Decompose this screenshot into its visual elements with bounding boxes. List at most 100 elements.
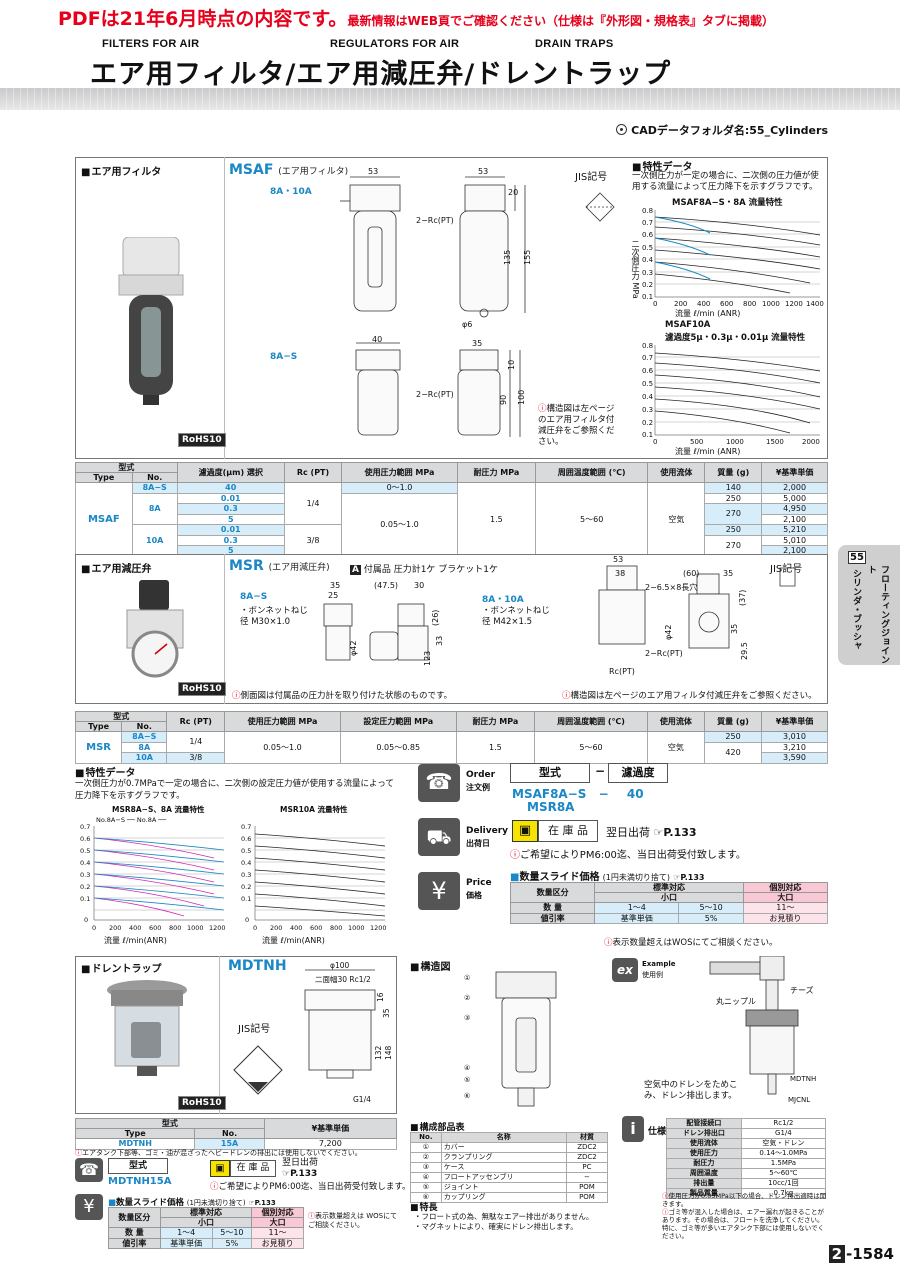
mdtnh-jis-symbol: [233, 1045, 283, 1095]
table-row: 値引率 基準単価 5% お見積り: [108, 1237, 304, 1249]
example-drawing: [709, 956, 799, 1095]
svg-text:1500: 1500: [766, 438, 784, 445]
example-label: Example: [642, 960, 676, 968]
cell-filtration: 0.01: [176, 524, 285, 536]
mdtnh-order-example: MDTNH15A: [108, 1176, 172, 1187]
msr-accessory-text: 付属品 圧力計1ケ ブラケット1ケ: [363, 565, 499, 575]
en-title-drain: DRAIN TRAPS: [535, 38, 614, 50]
mdtnh-next-day-ref[interactable]: ☞P.133: [282, 1169, 318, 1179]
dim-msr-26: (26): [431, 610, 440, 626]
cell-type: MSAF: [75, 482, 133, 557]
spec-val: 1.5MPa: [740, 1158, 827, 1169]
svg-text:0.4: 0.4: [642, 256, 654, 264]
part-callout-5: ⑤: [464, 1076, 470, 1084]
feature-2: ・マグネットにより、確実にドレン排出します。: [414, 1222, 578, 1231]
example-tag-mdtnh: MDTNH: [790, 1075, 817, 1083]
cell-filtration: 0.3: [176, 503, 285, 515]
svg-text:0.3: 0.3: [241, 871, 251, 879]
cell-setting: 0.05〜0.85: [339, 731, 457, 764]
cell-mass: 270: [704, 503, 763, 525]
table-row: 数 量 1〜4 5〜10 11〜: [509, 902, 829, 914]
category-number: 55: [848, 551, 866, 564]
mdtnh-section-heading: ドレントラップ: [81, 960, 161, 975]
cell-part-mat: −: [565, 1172, 609, 1183]
table-row: MSAF 8A−S 40 1/4 0〜1.0 1.5 5〜60 空気 140 2…: [75, 482, 828, 557]
cell-fluid: 空気: [646, 731, 706, 764]
dim-msr-37: (37): [738, 590, 747, 606]
dim-msr-53: 53: [613, 556, 623, 564]
example-nipple: 丸ニップル: [716, 997, 756, 1006]
th-part-no: No.: [410, 1132, 442, 1143]
th-part-name: 名称: [440, 1132, 567, 1143]
svg-text:400: 400: [290, 924, 302, 932]
cell-part-name: カバー: [440, 1142, 567, 1153]
svg-text:0.3: 0.3: [80, 871, 90, 879]
side-category-tab[interactable]: 55 フローティングジョイント シリンダ・ブッシャ: [838, 545, 900, 665]
th-std: 標準対応: [159, 1207, 253, 1218]
price-label-jp: 価格: [466, 891, 482, 900]
slide-ref[interactable]: ☞P.133: [673, 873, 705, 882]
msr-label-8a10a: 8A・10A: [482, 595, 524, 605]
svg-text:0.2: 0.2: [642, 419, 653, 427]
cell-qty: 1〜4: [594, 902, 680, 914]
mdtnh-pm-note: ⓘご希望によりPM6:00迄、当日出荷受付致します。: [210, 1182, 411, 1192]
page-num: -1584: [846, 1245, 894, 1263]
dim-msaf-phi6: φ6: [462, 320, 472, 329]
spec-key: 使用圧力: [666, 1148, 742, 1159]
mdtnh-next-day: 翌日出荷☞P.133: [282, 1158, 318, 1180]
th-setting: 設定圧力範囲 MPa: [339, 711, 457, 732]
svg-text:500: 500: [690, 438, 703, 445]
order-col-filtration: 濾過度: [608, 763, 668, 783]
mdtnh-note-text: エアタンク下部等、ゴミ・油が混ざったヘビードレンの排出には使用しないでください。: [82, 1149, 362, 1157]
msaf-panel: [75, 157, 828, 459]
dim-msr-123: 123: [423, 651, 432, 666]
table-row: 数量区分 標準対応 個別対応: [509, 882, 829, 903]
pm-note-text: ご希望によりPM6:00迄、当日出荷受付致します。: [520, 850, 746, 861]
spec-key: 周囲温度: [666, 1168, 742, 1179]
th-no: No.: [131, 472, 178, 483]
cell-mass: 270: [704, 534, 763, 557]
msr-photo-area: エア用減圧弁 RoHS10: [75, 554, 226, 704]
svg-text:0.8: 0.8: [642, 343, 653, 350]
cell-price: 3,010: [761, 731, 828, 743]
svg-text:0: 0: [653, 438, 657, 445]
th-model: 型式: [74, 711, 168, 722]
slide-note: ⓘ表示数量超えはWOSにてご相談ください。: [604, 938, 778, 948]
dim-msr-47: (47.5): [374, 581, 398, 590]
msr-chart-legend: No.8A−S ── No.8A ──: [96, 816, 167, 824]
table-row: 数量区分 標準対応 個別対応: [108, 1207, 304, 1228]
table-header-row: Type No.: [74, 721, 828, 732]
spec-key: 配管接続口: [666, 1118, 742, 1129]
th-large: 大口: [251, 1217, 304, 1228]
svg-text:0.7: 0.7: [241, 824, 251, 831]
mdtnh-slide-ref[interactable]: ☞P.133: [248, 1199, 276, 1207]
svg-text:600: 600: [720, 300, 733, 308]
en-title-filters: FILTERS FOR AIR: [102, 38, 200, 50]
feature-1: ・フロート式の為、無駄なエアー排出がありません。: [414, 1212, 594, 1221]
msaf-structure-note-text: 構造図は左ページのエア用フィルタ付減圧弁をご参照ください。: [538, 404, 615, 447]
cell-no: 10A: [121, 752, 168, 764]
th-proof: 耐圧力 MPa: [456, 462, 537, 483]
slide-price-table: 数量区分 標準対応 個別対応 小口 大口 数 量 1〜4 5〜10 11〜 値引…: [509, 882, 829, 924]
cell-price: 3,210: [761, 741, 828, 753]
th-small: 小口: [159, 1217, 253, 1228]
phone-icon: ☎: [418, 764, 460, 802]
svg-text:200: 200: [109, 924, 121, 932]
spec-val: 0.14〜1.0MPa: [740, 1148, 827, 1159]
stock-label: 在 庫 品: [538, 820, 598, 842]
dim-msaf-135: 135: [503, 250, 512, 265]
next-day-ref[interactable]: ☞P.133: [653, 826, 697, 839]
msr-accessory: A 付属品 圧力計1ケ ブラケット1ケ: [350, 562, 498, 575]
order-example-2: MSR8A: [527, 800, 575, 814]
svg-text:1200: 1200: [370, 924, 387, 932]
cell-mass: 140: [704, 482, 763, 494]
dim-msr-33: 33: [435, 636, 444, 646]
cell-part-mat: POM: [565, 1192, 609, 1203]
dim-msaf-53a: 53: [368, 167, 378, 176]
table-header-row: 型式 濾過度(μm) 選択 Rc (PT) 使用圧力範囲 MPa 耐圧力 MPa…: [75, 462, 828, 483]
